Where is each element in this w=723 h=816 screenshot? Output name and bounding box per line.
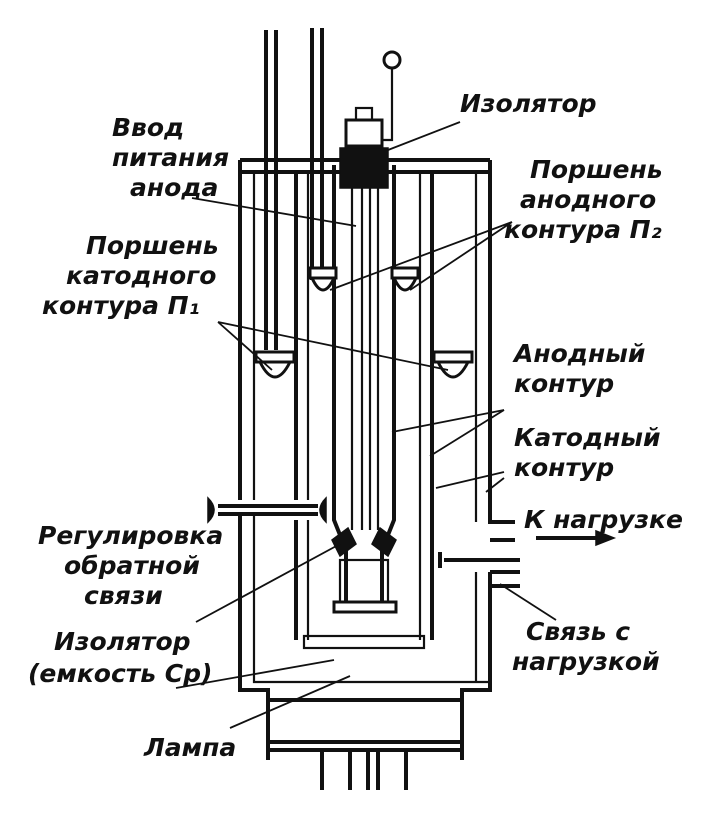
top-terminal-stem bbox=[354, 106, 374, 122]
cavity-structure bbox=[207, 28, 520, 790]
label-anode-feed-2: питания bbox=[112, 143, 229, 172]
leader-lamp bbox=[229, 675, 351, 729]
feedback-adjust-screw bbox=[207, 496, 327, 524]
label-feedback-3: связи bbox=[84, 581, 163, 610]
cathode-piston-left bbox=[254, 350, 296, 379]
leader-load-coupling bbox=[499, 583, 557, 621]
label-anode-piston-2: анодного bbox=[520, 185, 656, 214]
label-load-coupling-1: Связь с bbox=[526, 617, 630, 646]
label-anode-feed-3: анода bbox=[130, 173, 218, 202]
labels: Изолятор Ввод питания анода Поршень анод… bbox=[28, 89, 683, 762]
top-terminal-knob bbox=[382, 50, 402, 70]
leader-anode-piston bbox=[329, 221, 513, 291]
leader-anode-feed bbox=[191, 197, 357, 227]
cathode-piston-rod bbox=[264, 30, 278, 350]
label-to-load: К нагрузке bbox=[524, 505, 683, 534]
label-cathode-piston-2: катодного bbox=[66, 261, 216, 290]
lamp-base bbox=[266, 698, 464, 752]
label-insulator-bottom-2: (емкость Ср) bbox=[28, 659, 212, 688]
label-feedback-1: Регулировка bbox=[38, 521, 223, 550]
label-anode-piston-3: контура П₂ bbox=[504, 215, 662, 244]
load-output-port bbox=[438, 520, 520, 588]
lamp-mid-body bbox=[302, 634, 426, 650]
lamp-flange bbox=[332, 600, 398, 614]
label-load-coupling-2: нагрузкой bbox=[512, 647, 660, 676]
to-load-arrowhead bbox=[595, 529, 617, 547]
label-anode-piston-1: Поршень bbox=[530, 155, 663, 184]
leader-lamp-cavity bbox=[175, 659, 335, 689]
leader-anode-circuit bbox=[391, 409, 505, 433]
anode-piston-right bbox=[390, 266, 420, 292]
cathode-piston-right bbox=[432, 350, 474, 379]
label-lamp: Лампа bbox=[143, 733, 236, 762]
label-cathode-circuit-1: Катодный bbox=[514, 423, 661, 452]
anode-rod bbox=[350, 172, 380, 530]
label-cathode-circuit-2: контур bbox=[514, 453, 614, 482]
leader-cathode-circuit-2 bbox=[435, 471, 505, 489]
leader-cathode-piston bbox=[217, 321, 449, 371]
lamp-pins bbox=[320, 750, 408, 790]
leader-insulator-top bbox=[387, 121, 461, 151]
label-anode-feed-1: Ввод bbox=[112, 113, 184, 142]
leader-insulator-bottom bbox=[195, 543, 341, 623]
label-cathode-piston-3: контура П₁ bbox=[42, 291, 200, 320]
label-cathode-piston-1: Поршень bbox=[86, 231, 219, 260]
anode-piston-left bbox=[308, 266, 338, 292]
anode-piston-rod bbox=[310, 28, 324, 280]
top-insulator-block bbox=[339, 147, 389, 189]
leader-cathode-circuit-1 bbox=[429, 409, 505, 457]
bottom-insulator-right bbox=[371, 526, 397, 558]
top-terminal-lead bbox=[382, 68, 394, 142]
bottom-insulator-left bbox=[331, 526, 357, 558]
top-terminal-nut bbox=[344, 118, 384, 148]
outer-wall-inner-left bbox=[252, 172, 490, 684]
leader-lines bbox=[175, 121, 617, 729]
label-feedback-2: обратной bbox=[64, 551, 200, 580]
label-insulator-top: Изолятор bbox=[460, 89, 597, 118]
label-anode-circuit-1: Анодный bbox=[512, 339, 645, 368]
label-insulator-bottom-1: Изолятор bbox=[54, 627, 191, 656]
leader-housing bbox=[485, 477, 505, 493]
label-anode-circuit-2: контур bbox=[514, 369, 614, 398]
